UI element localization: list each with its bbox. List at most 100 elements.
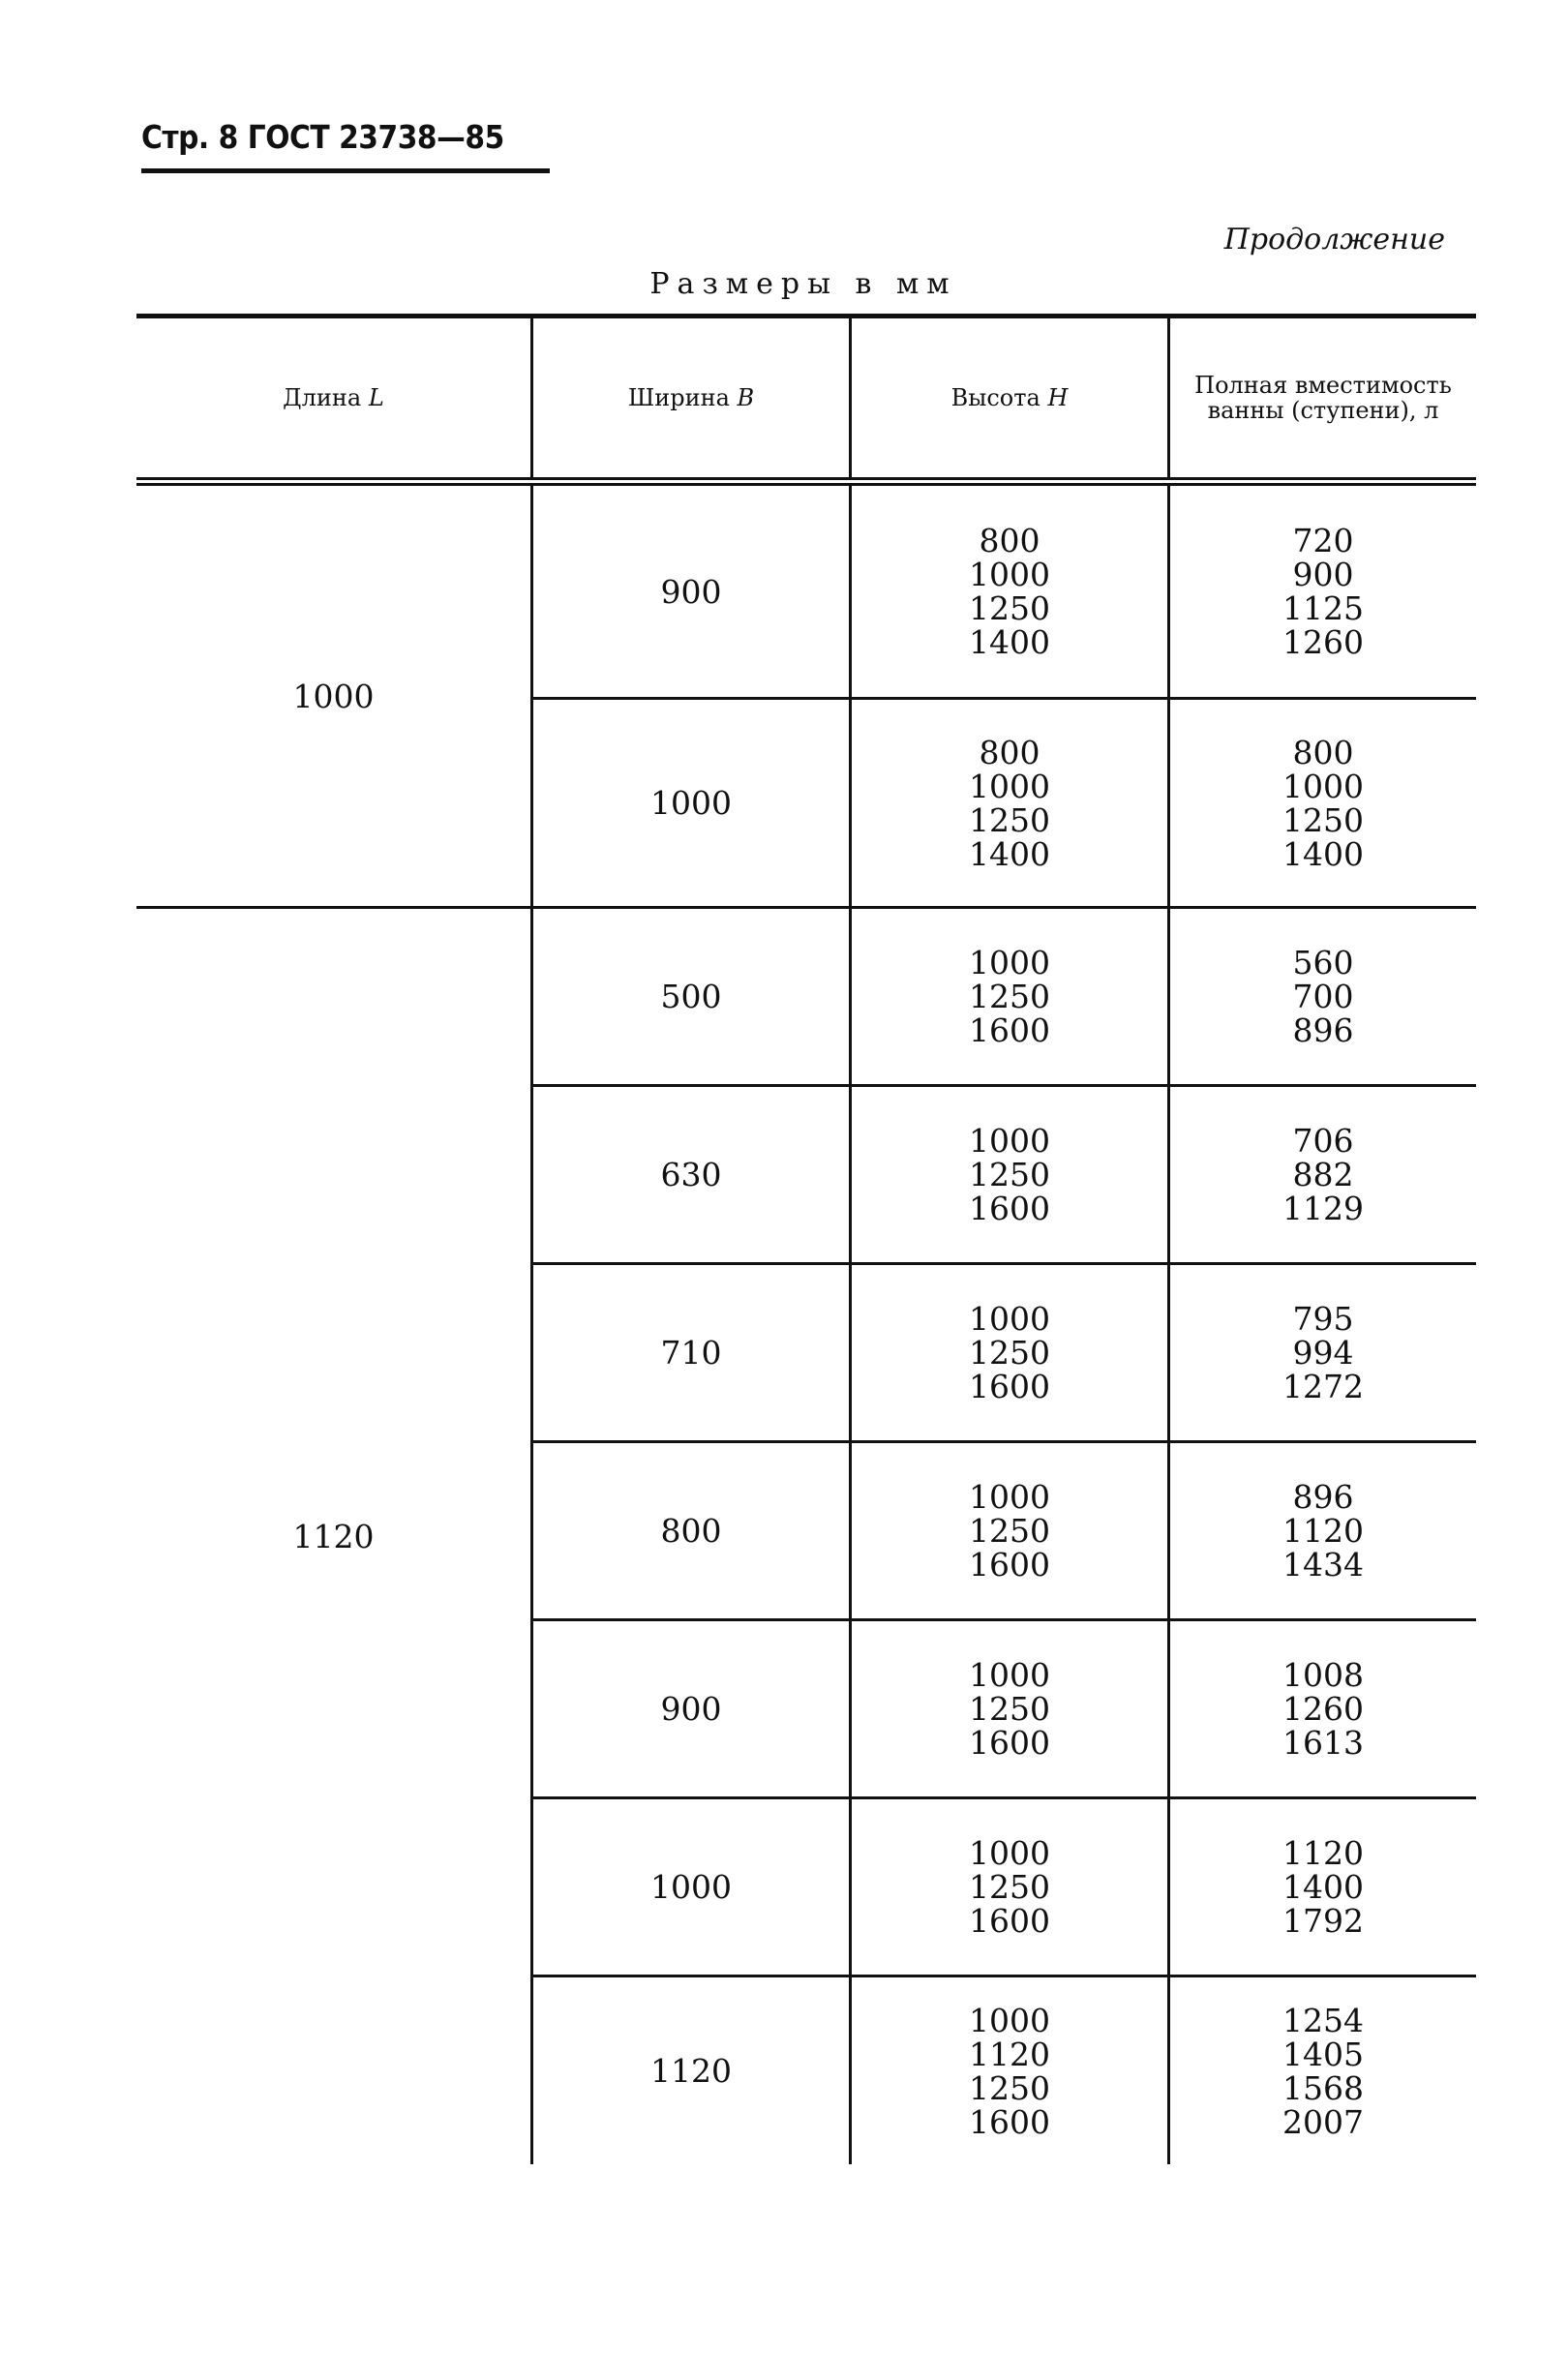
height-value: 1600 bbox=[969, 1190, 1050, 1227]
width-cell: 900 bbox=[530, 486, 849, 697]
col-label-line1: Полная вместимость bbox=[1194, 372, 1452, 399]
height-value: 1250 bbox=[969, 1868, 1050, 1906]
height-value: 800 bbox=[979, 522, 1040, 559]
capacity-value: 1260 bbox=[1282, 623, 1364, 661]
length-cell: 1120 bbox=[136, 906, 530, 2164]
width-cell: 1000 bbox=[530, 1796, 849, 1975]
col-label: Ширина bbox=[627, 384, 730, 411]
capacity-value: 1272 bbox=[1282, 1368, 1364, 1405]
capacity-value: 896 bbox=[1292, 1011, 1354, 1049]
capacity-value: 1405 bbox=[1282, 2035, 1364, 2073]
height-value: 1000 bbox=[969, 1656, 1050, 1694]
height-value: 1000 bbox=[969, 1834, 1050, 1872]
capacity-value: 882 bbox=[1292, 1156, 1354, 1193]
height-value: 1000 bbox=[969, 767, 1050, 805]
capacity-value: 800 bbox=[1292, 733, 1354, 771]
height-value: 1000 bbox=[969, 2001, 1050, 2039]
capacity-value: 795 bbox=[1292, 1300, 1354, 1338]
table-header: Длина L Ширина B Высота H Полная вместим… bbox=[136, 318, 1476, 477]
capacity-value: 1568 bbox=[1282, 2068, 1364, 2107]
capacity-value: 896 bbox=[1292, 1478, 1354, 1516]
height-value: 1250 bbox=[969, 1512, 1050, 1550]
continuation-label: Продолжение bbox=[1223, 223, 1445, 256]
height-value: 1600 bbox=[969, 1011, 1050, 1049]
height-value: 1250 bbox=[969, 978, 1050, 1015]
col-symbol: H bbox=[1047, 384, 1069, 411]
table-top-rule bbox=[136, 314, 1476, 318]
height-value: 1250 bbox=[969, 1690, 1050, 1728]
width-cell: 900 bbox=[530, 1618, 849, 1796]
col-symbol: L bbox=[368, 384, 384, 411]
capacity-value: 900 bbox=[1292, 556, 1354, 593]
units-caption: Размеры в мм bbox=[649, 267, 957, 301]
col-label: Длина bbox=[283, 384, 362, 411]
page-header: Стр. 8 ГОСТ 23738—85 bbox=[141, 118, 504, 156]
width-cell: 710 bbox=[530, 1262, 849, 1440]
height-value: 1000 bbox=[969, 556, 1050, 593]
height-value: 1120 bbox=[969, 2035, 1050, 2073]
width-cell: 800 bbox=[530, 1440, 849, 1618]
capacity-value: 1120 bbox=[1282, 1834, 1364, 1872]
height-value: 1250 bbox=[969, 1334, 1050, 1372]
capacity-value: 1250 bbox=[1282, 800, 1364, 839]
capacity-value: 1120 bbox=[1282, 1512, 1364, 1550]
col-label-line2: ванны (ступени), л bbox=[1207, 397, 1439, 424]
height-value: 1000 bbox=[969, 944, 1050, 981]
capacity-value: 1000 bbox=[1282, 767, 1364, 805]
length-cell: 1000 bbox=[292, 677, 375, 715]
capacity-value: 720 bbox=[1292, 522, 1354, 559]
width-cell: 630 bbox=[530, 1084, 849, 1262]
height-value: 1600 bbox=[969, 1368, 1050, 1405]
col-header-height: Высота H bbox=[849, 318, 1167, 477]
capacity-value: 1434 bbox=[1282, 1546, 1364, 1584]
height-value: 1250 bbox=[969, 800, 1050, 839]
height-value: 1000 bbox=[969, 1122, 1050, 1160]
height-value: 1250 bbox=[969, 1156, 1050, 1193]
dimensions-table: Длина L Ширина B Высота H Полная вместим… bbox=[136, 314, 1476, 2164]
col-header-length: Длина L bbox=[136, 318, 530, 477]
capacity-value: 1008 bbox=[1282, 1656, 1364, 1694]
width-cell: 1000 bbox=[530, 697, 849, 906]
height-value: 1400 bbox=[969, 623, 1050, 661]
capacity-value: 560 bbox=[1292, 944, 1354, 981]
height-value: 1600 bbox=[969, 1902, 1050, 1940]
header-underline bbox=[141, 168, 550, 173]
height-value: 1000 bbox=[969, 1300, 1050, 1338]
capacity-value: 1400 bbox=[1282, 834, 1364, 873]
height-value: 1600 bbox=[969, 1724, 1050, 1762]
